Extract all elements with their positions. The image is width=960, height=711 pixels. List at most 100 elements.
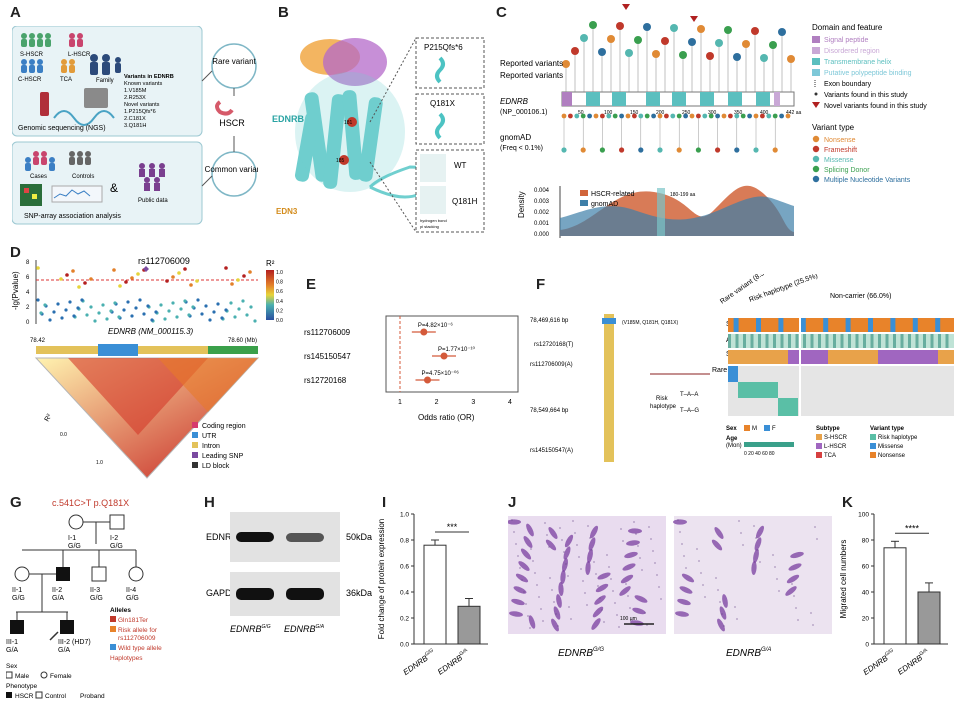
svg-text:Risk haplotype: Risk haplotype <box>878 435 918 441</box>
panel-e-label: E <box>306 276 317 293</box>
gnomad-variant-dot <box>766 113 772 119</box>
gnomad-variant-dot <box>574 113 580 119</box>
pore <box>622 540 624 542</box>
manhattan-point <box>177 271 181 275</box>
pore <box>534 572 536 574</box>
manhattan-point <box>93 319 97 323</box>
track-legend-label: Coding region <box>202 423 246 430</box>
gnomad-variant-dot <box>696 113 701 119</box>
lollipop-head <box>787 55 795 63</box>
variant-type-dot <box>812 155 820 163</box>
or-xtick: 4 <box>508 399 512 406</box>
manhattan-point <box>212 310 216 314</box>
pore <box>532 560 534 562</box>
manhattan-point <box>183 299 187 303</box>
age-cell <box>863 334 866 348</box>
domain-label: Transmembrane helix <box>824 59 892 66</box>
manhattan-point <box>159 303 163 307</box>
found-variant-icon <box>814 92 818 96</box>
panel-j-label: J <box>508 494 517 511</box>
category-label: EDNRBG/A <box>435 647 471 677</box>
svg-text:Non-carrier (66.0%): Non-carrier (66.0%) <box>830 293 891 300</box>
pore <box>774 566 776 568</box>
significance-label: **** <box>905 523 920 533</box>
manhattan-point <box>112 268 116 272</box>
category-sup: G/G <box>424 647 435 657</box>
manhattan-point <box>122 308 126 312</box>
age-cell <box>848 334 851 348</box>
gnomad-variant-head <box>715 147 721 153</box>
manhattan-point <box>191 305 195 309</box>
svg-text:Risk allele for: Risk allele for <box>118 627 158 634</box>
svg-text:EDNRBG/A: EDNRBG/A <box>284 624 325 634</box>
pore <box>734 606 736 608</box>
cell <box>786 574 800 584</box>
cell <box>556 594 562 608</box>
pore <box>791 583 793 585</box>
gnomad-variant-dot <box>587 113 592 119</box>
pore <box>584 592 586 594</box>
lollipop-head <box>616 22 624 30</box>
pore <box>544 522 546 524</box>
y-tick-label: 60 <box>862 564 870 571</box>
variant-type-label: Nonsense <box>824 137 856 144</box>
age-cell <box>743 334 746 348</box>
gnomad-variant-head <box>638 147 644 153</box>
cell <box>545 539 557 551</box>
pore <box>580 568 582 570</box>
category-label: EDNRBG/G <box>401 647 437 677</box>
svg-text:(Mon): (Mon) <box>726 443 742 449</box>
pore <box>612 590 614 592</box>
gnomad-variant-dot <box>625 113 631 119</box>
pore <box>677 519 679 521</box>
pore <box>593 561 595 563</box>
svg-text:rs145150547(A): rs145150547(A) <box>530 448 573 454</box>
pore <box>658 586 660 588</box>
svg-text:II-3: II-3 <box>90 587 100 594</box>
category-sup: G/A <box>918 647 929 657</box>
manhattan-point <box>71 269 75 273</box>
variant-type-dot <box>812 165 820 173</box>
manhattan-point <box>142 312 146 316</box>
pore <box>742 544 744 546</box>
cell <box>563 546 571 560</box>
pore <box>660 598 662 600</box>
cell-image-gg <box>507 519 662 632</box>
svg-text:Sex: Sex <box>6 663 18 670</box>
pore <box>637 545 639 547</box>
cell <box>681 573 695 583</box>
cell <box>588 537 596 551</box>
svg-text:EDNRB: EDNRB <box>500 97 529 106</box>
svg-text:II-2: II-2 <box>52 587 62 594</box>
svg-text:GAPDH: GAPDH <box>206 588 238 598</box>
svg-text:Female: Female <box>50 673 72 680</box>
manhattan-point <box>72 314 76 318</box>
p-value-label: P=4.82×10⁻⁶ <box>418 322 454 329</box>
svg-text:haplotype: haplotype <box>650 404 677 410</box>
cell-image-ga <box>673 519 818 632</box>
gnomad-variant-head <box>753 147 759 153</box>
pore <box>635 533 637 535</box>
svg-text:Variant type: Variant type <box>812 123 855 132</box>
pore <box>549 577 551 579</box>
pore <box>633 521 635 523</box>
pore <box>538 596 540 598</box>
svg-text:Q181H: Q181H <box>452 197 478 206</box>
pore <box>527 615 529 617</box>
pore <box>797 619 799 621</box>
svg-text:F: F <box>772 426 776 432</box>
gnomad-variant-head <box>657 147 663 153</box>
lollipop-head <box>643 23 651 31</box>
age-cell <box>870 334 874 348</box>
gnomad-variant-dot <box>670 113 676 119</box>
manhattan-point <box>249 305 253 309</box>
age-cell <box>885 334 889 348</box>
variant-type-dot <box>812 135 820 143</box>
r2-tick: 1.0 <box>276 270 283 276</box>
transwell-images: 100 μm EDNRBG/G EDNRBG/A <box>507 516 832 659</box>
pore <box>679 531 681 533</box>
manhattan-point <box>165 279 169 283</box>
